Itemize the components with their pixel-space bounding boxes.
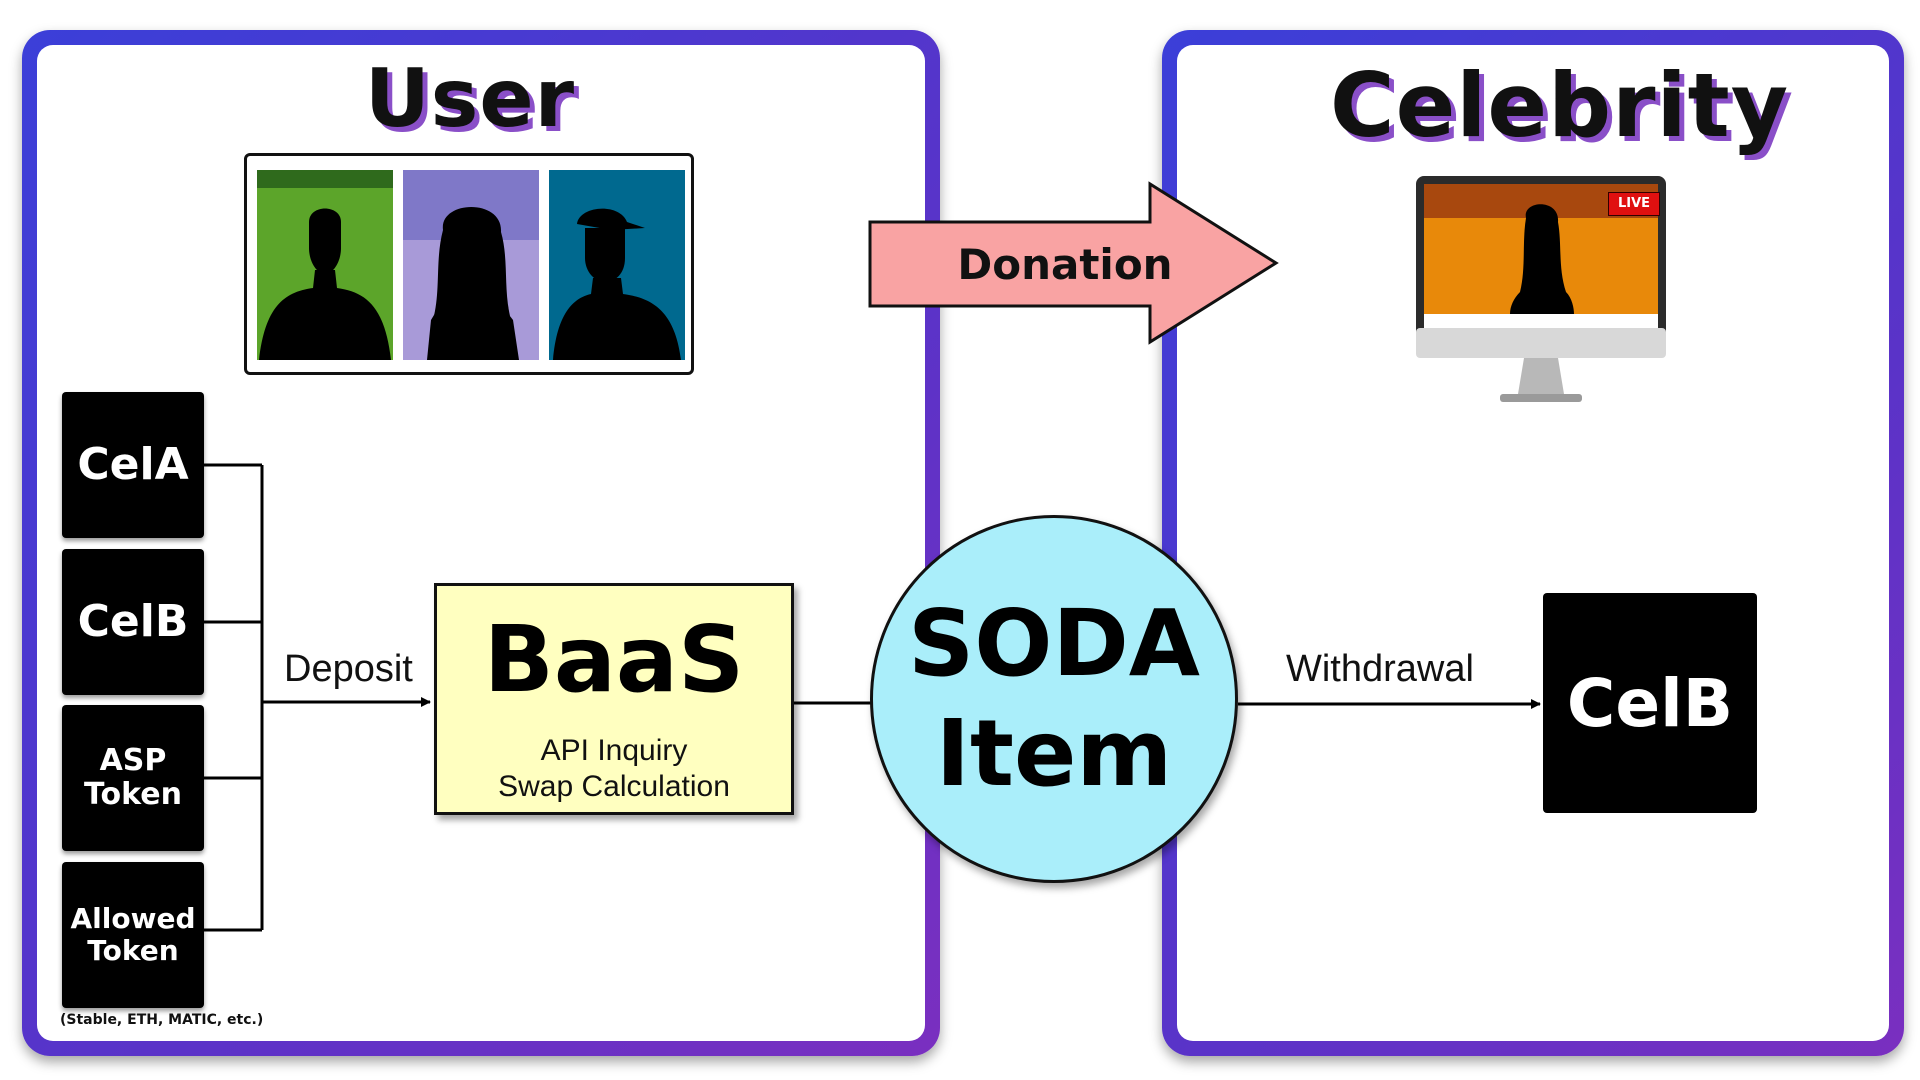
baas-title: BaaS: [483, 606, 745, 713]
token-celb-label: CelB: [77, 595, 189, 647]
celebrity-token-celb: CelB: [1543, 593, 1757, 813]
man-silhouette-icon: [257, 170, 393, 360]
user-silhouettes-image: [244, 153, 694, 375]
token-asp-line2: Token: [84, 777, 182, 812]
baas-line2: Swap Calculation: [498, 770, 730, 803]
token-cela: CelA: [62, 392, 204, 538]
token-note: (Stable, ETH, MATIC, etc.): [60, 1012, 264, 1028]
token-allowed-line2: Token: [87, 934, 179, 967]
user-title: User: [364, 52, 576, 145]
celebrity-token-celb-label: CelB: [1566, 664, 1734, 742]
token-allowed: Allowed Token: [62, 862, 204, 1008]
token-allowed-line1: Allowed: [70, 901, 196, 935]
deposit-label: Deposit: [284, 648, 413, 690]
donation-label: Donation: [957, 240, 1173, 289]
token-asp-line1: ASP: [99, 742, 167, 778]
cap-man-silhouette-icon: [549, 170, 685, 360]
baas-line1: API Inquiry: [540, 734, 688, 767]
live-badge: LIVE: [1608, 192, 1660, 216]
baas-box: BaaS API Inquiry Swap Calculation: [434, 583, 794, 815]
token-asp: ASP Token: [62, 705, 204, 851]
soda-item-circle: SODA Item: [870, 515, 1238, 883]
token-cela-label: CelA: [77, 438, 189, 490]
live-stream-monitor-icon: [1416, 176, 1666, 402]
soda-line1: SODA: [907, 590, 1201, 697]
woman-silhouette-icon: [403, 170, 539, 360]
withdrawal-label: Withdrawal: [1286, 648, 1474, 690]
soda-line2: Item: [935, 700, 1173, 807]
token-celb: CelB: [62, 549, 204, 695]
celebrity-title: Celebrity: [1330, 54, 1790, 157]
